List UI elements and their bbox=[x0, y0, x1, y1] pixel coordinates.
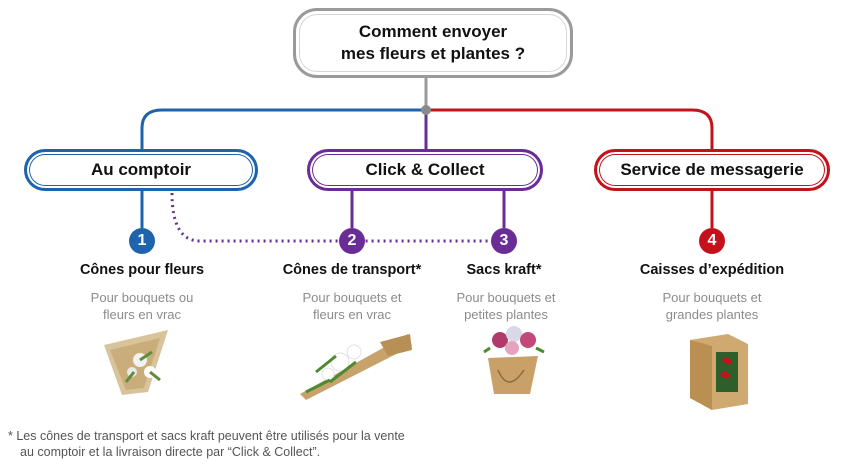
option-description-line: Pour bouquets ou bbox=[90, 290, 194, 305]
option-description-line: Pour bouquets et bbox=[302, 290, 402, 305]
category-service-messagerie: Service de messagerie bbox=[594, 149, 830, 191]
option-title: Cônes de transport* bbox=[282, 262, 422, 278]
option-description-line: Pour bouquets et bbox=[662, 290, 762, 305]
option-description-line: Pour bouquets et bbox=[456, 290, 556, 305]
option-description-line: petites plantes bbox=[464, 307, 548, 322]
option-description: Pour bouquets et petites plantes bbox=[426, 289, 586, 323]
option-title: Caisses d’expédition bbox=[639, 262, 785, 278]
option-number-badge: 1 bbox=[129, 228, 155, 254]
option-number-badge: 2 bbox=[339, 228, 365, 254]
footnote: * Les cônes de transport et sacs kraft p… bbox=[8, 428, 528, 460]
transport-cone-image bbox=[300, 334, 412, 400]
shipping-box-image bbox=[690, 334, 748, 410]
option-title: Sacs kraft* bbox=[466, 262, 542, 278]
kraft-bag-image bbox=[483, 326, 545, 394]
option-description: Pour bouquets et grandes plantes bbox=[632, 289, 792, 323]
category-au-comptoir: Au comptoir bbox=[24, 149, 258, 191]
category-label: Au comptoir bbox=[90, 160, 192, 179]
footnote-line1: * Les cônes de transport et sacs kraft p… bbox=[8, 429, 405, 443]
option-number-badge: 3 bbox=[491, 228, 517, 254]
footnote-line2: au comptoir et la livraison directe par … bbox=[20, 445, 321, 459]
category-click-collect: Click & Collect bbox=[307, 149, 543, 191]
root-question-line2: mes fleurs et plantes ? bbox=[340, 44, 526, 63]
option-number-badge: 4 bbox=[699, 228, 725, 254]
category-label: Click & Collect bbox=[365, 160, 485, 179]
root-question-box: Comment envoyer mes fleurs et plantes ? bbox=[293, 8, 573, 78]
option-description-line: grandes plantes bbox=[665, 307, 759, 322]
option-description: Pour bouquets et fleurs en vrac bbox=[272, 289, 432, 323]
flower-cone-image bbox=[104, 330, 168, 395]
option-title: Cônes pour fleurs bbox=[79, 262, 205, 278]
option-description-line: fleurs en vrac bbox=[102, 307, 182, 322]
root-question-line1: Comment envoyer bbox=[358, 22, 508, 41]
option-description-line: fleurs en vrac bbox=[312, 307, 392, 322]
option-description: Pour bouquets ou fleurs en vrac bbox=[62, 289, 222, 323]
category-label: Service de messagerie bbox=[620, 160, 804, 179]
